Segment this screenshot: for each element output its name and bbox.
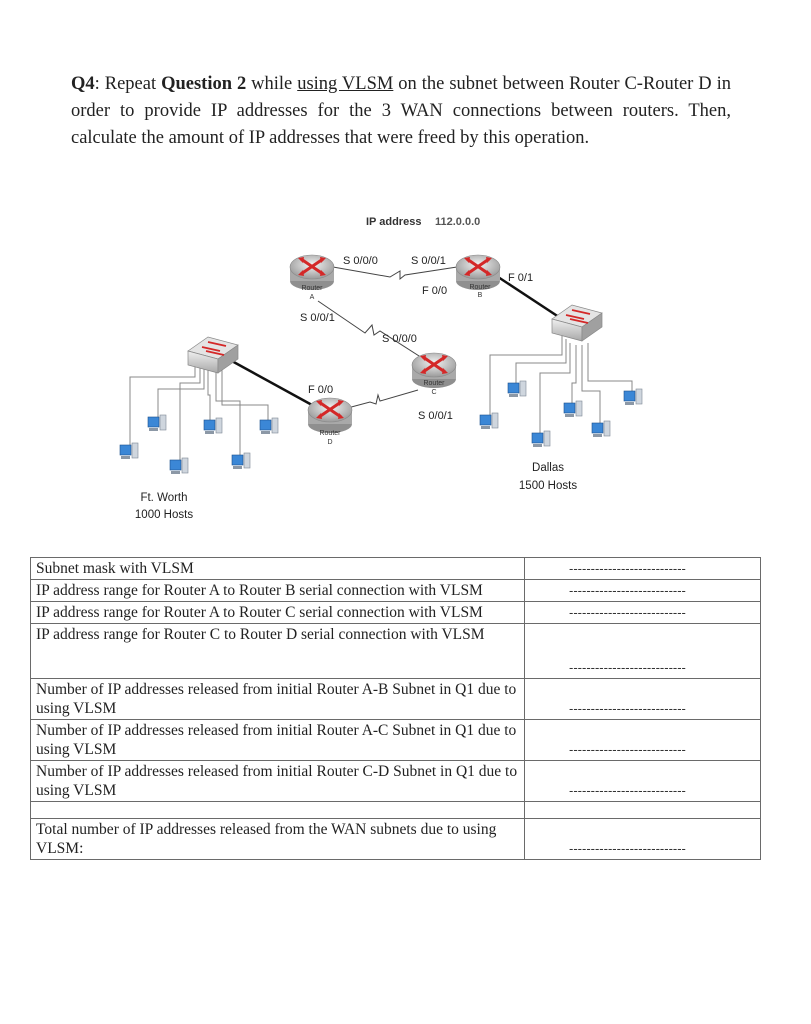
right-lan-cabling — [489, 333, 633, 433]
table-row: IP address range for Router A to Router … — [30, 601, 761, 624]
host-computer-icon — [203, 417, 223, 435]
router-c-word: Router — [423, 380, 445, 387]
right-switch-icon — [551, 304, 603, 342]
port-b-s001: S 0/0/1 — [411, 255, 446, 267]
port-b-f00: F 0/0 — [422, 285, 447, 297]
right-site-name: Dallas — [532, 462, 564, 474]
host-computer-icon — [119, 442, 139, 460]
router-c-letter: C — [431, 389, 436, 396]
table-row: Total number of IP addresses released fr… — [30, 818, 761, 860]
host-computer-icon — [147, 414, 167, 432]
question-mid: while — [246, 74, 298, 94]
answer-blank: --------------------------- — [569, 701, 686, 716]
router-b-word: Router — [469, 284, 491, 291]
table-row: IP address range for Router C to Router … — [30, 623, 761, 679]
answer-cell[interactable]: --------------------------- — [524, 623, 761, 679]
host-computer-icon — [231, 452, 251, 470]
answer-cell[interactable]: --------------------------- — [524, 818, 761, 860]
question-underlined: using VLSM — [297, 74, 394, 94]
question-lead: : Repeat — [94, 74, 162, 94]
router-d-letter: D — [327, 439, 332, 446]
link-d-switch — [229, 358, 313, 407]
right-site-hosts: 1500 Hosts — [519, 480, 577, 492]
table-row: Number of IP addresses released from ini… — [30, 760, 761, 802]
left-lan-cabling — [129, 360, 269, 460]
link-a-c — [317, 300, 431, 364]
row-label: Number of IP addresses released from ini… — [30, 719, 525, 761]
answer-blank: --------------------------- — [569, 583, 686, 598]
table-row: IP address range for Router A to Router … — [30, 579, 761, 602]
answer-table: Subnet mask with VLSM ------------------… — [30, 557, 761, 860]
row-label: IP address range for Router A to Router … — [30, 601, 525, 624]
question-number: Q4 — [71, 74, 95, 94]
left-site-hosts: 1000 Hosts — [135, 509, 193, 521]
host-computer-icon — [563, 400, 583, 418]
question-reference: Question 2 — [161, 74, 247, 94]
table-row: Subnet mask with VLSM ------------------… — [30, 557, 761, 580]
host-computer-icon — [507, 380, 527, 398]
router-c: Router C — [410, 351, 458, 396]
ip-label: IP address — [366, 216, 421, 228]
row-label: IP address range for Router C to Router … — [30, 623, 525, 679]
answer-cell[interactable]: --------------------------- — [524, 579, 761, 602]
host-computer-icon — [259, 417, 279, 435]
link-a-b — [332, 266, 458, 281]
answer-cell — [524, 801, 761, 819]
answer-blank: --------------------------- — [569, 605, 686, 620]
question-text: Q4: Repeat Question 2 while using VLSM o… — [71, 71, 731, 152]
answer-cell[interactable]: --------------------------- — [524, 678, 761, 720]
table-row: Number of IP addresses released from ini… — [30, 719, 761, 761]
port-a-s000: S 0/0/0 — [343, 255, 378, 267]
host-computer-icon — [531, 430, 551, 448]
port-b-f01: F 0/1 — [508, 272, 533, 284]
ip-value: 112.0.0.0 — [435, 216, 480, 228]
table-row: Number of IP addresses released from ini… — [30, 678, 761, 720]
answer-cell[interactable]: --------------------------- — [524, 760, 761, 802]
answer-blank: --------------------------- — [569, 660, 686, 675]
left-site-name: Ft. Worth — [140, 492, 187, 504]
question-rest: on the subnet between Router C-Router D … — [71, 74, 731, 148]
table-row — [30, 801, 761, 819]
answer-cell[interactable]: --------------------------- — [524, 601, 761, 624]
row-label: IP address range for Router A to Router … — [30, 579, 525, 602]
row-label: Number of IP addresses released from ini… — [30, 760, 525, 802]
network-diagram: IP address 112.0.0.0 Router A Router B — [119, 216, 643, 521]
answer-blank: --------------------------- — [569, 841, 686, 856]
answer-blank: --------------------------- — [569, 742, 686, 757]
router-d-word: Router — [319, 430, 341, 437]
answer-cell[interactable]: --------------------------- — [524, 719, 761, 761]
host-computer-icon — [169, 457, 189, 475]
router-b-letter: B — [478, 292, 483, 299]
router-a-word: Router — [301, 285, 323, 292]
host-computer-icon — [479, 412, 499, 430]
answer-blank: --------------------------- — [569, 783, 686, 798]
row-label: Total number of IP addresses released fr… — [30, 818, 525, 860]
router-d: Router D — [306, 396, 354, 446]
router-a-letter: A — [310, 294, 315, 301]
port-c-s000: S 0/0/0 — [382, 333, 417, 345]
port-d-f00: F 0/0 — [308, 384, 333, 396]
router-d-icon — [306, 396, 354, 435]
row-label — [30, 801, 525, 819]
router-a: Router A — [288, 253, 336, 301]
link-c-d — [339, 389, 419, 411]
row-label: Subnet mask with VLSM — [30, 557, 525, 580]
host-computer-icon — [591, 420, 611, 438]
port-a-s001: S 0/0/1 — [300, 312, 335, 324]
answer-blank: --------------------------- — [569, 561, 686, 576]
row-label: Number of IP addresses released from ini… — [30, 678, 525, 720]
port-c-s001: S 0/0/1 — [418, 410, 453, 422]
router-b: Router B — [454, 253, 502, 299]
answer-cell[interactable]: --------------------------- — [524, 557, 761, 580]
host-computer-icon — [623, 388, 643, 406]
link-b-switch — [491, 271, 569, 325]
